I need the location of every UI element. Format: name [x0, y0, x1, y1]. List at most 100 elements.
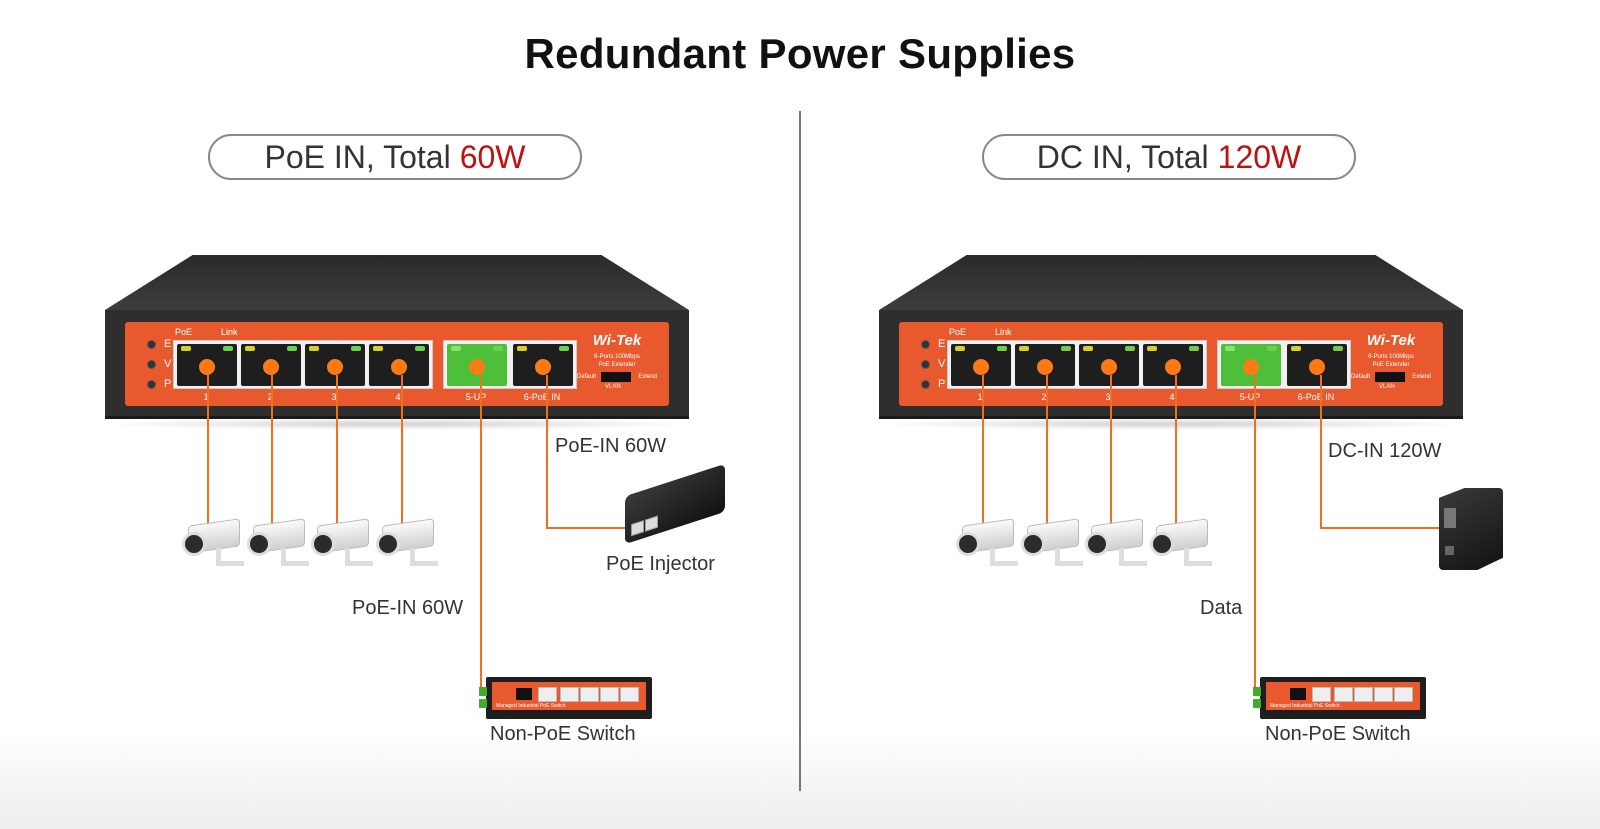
led-indicator	[147, 359, 156, 369]
cctv-camera-icon	[952, 518, 1024, 570]
vlan-toggle	[1375, 372, 1405, 382]
cable-port-1	[982, 375, 984, 523]
port-label: 2	[267, 392, 273, 402]
led-label: V	[938, 358, 946, 370]
rj45-port-4	[1143, 344, 1203, 386]
uplink-port-block	[1217, 340, 1351, 389]
heading-value: 120W	[1217, 138, 1302, 175]
rj45-port-3	[305, 344, 365, 386]
uplink-label: PoE-IN 60W	[352, 597, 464, 619]
led-label: E	[938, 338, 946, 350]
uplink-port-block	[443, 340, 577, 389]
cable-port-4	[401, 375, 403, 523]
non-poe-switch-icon: Managed Industrial PoE Switch	[479, 677, 652, 719]
cctv-camera-icon	[1017, 518, 1089, 570]
rj45-port-1	[951, 344, 1011, 386]
poe-extender-switch: E V P PoE Link 1 2 3 4 5-UP 6-PoE IN	[95, 255, 699, 430]
uplink-device-label: Non-PoE Switch	[490, 723, 636, 745]
port-label: 5-UP	[465, 392, 487, 402]
port-label: 3	[331, 392, 337, 402]
vlan-extend-label: Extend	[1412, 374, 1431, 380]
panel-divider	[799, 111, 801, 791]
model-description: 6-Ports 100Mbps	[594, 354, 640, 360]
cable-poe-in-horizontal	[546, 527, 628, 529]
vlan-extend-label: Extend	[638, 374, 657, 380]
cctv-camera-icon	[1146, 518, 1218, 570]
witek-logo: Wi-Tek	[592, 332, 642, 349]
rj45-port-6-poe-in	[1287, 344, 1347, 386]
led-label: P	[164, 378, 172, 390]
port-label: 3	[1105, 392, 1111, 402]
link-header: Link	[995, 327, 1012, 337]
led-indicator	[147, 379, 156, 389]
port-label: 5-UP	[1239, 392, 1261, 402]
dc-power-supply-icon	[1439, 488, 1503, 570]
poe-extender-switch: E V P PoE Link 1 2 3 4 5-UP 6-PoE IN	[869, 255, 1473, 430]
cctv-camera-icon	[1081, 518, 1153, 570]
cable-port-1	[207, 375, 209, 523]
vlan-default-label: Default	[1351, 374, 1371, 380]
led-indicator	[921, 339, 930, 349]
heading-value: 60W	[459, 138, 526, 175]
cable-uplink	[480, 375, 482, 695]
switch-faceplate: E V P PoE Link 1 2 3 4 5-UP 6-PoE IN	[899, 322, 1443, 406]
led-indicator	[147, 339, 156, 349]
port-label: 6-PoE IN	[523, 392, 561, 402]
cable-port-2	[1046, 375, 1048, 523]
input-label: DC-IN 120W	[1328, 440, 1442, 462]
switch-top	[879, 255, 1463, 310]
port-label: 6-PoE IN	[1297, 392, 1335, 402]
model-description: PoE Extender	[598, 362, 636, 368]
poe-header: PoE	[949, 327, 967, 337]
switch-faceplate: E V P PoE Link 1 2 3 4 5-UP 6-PoE IN	[125, 322, 669, 406]
cctv-camera-icon	[307, 518, 379, 570]
witek-logo: Wi-Tek	[1366, 332, 1416, 349]
link-header: Link	[221, 327, 238, 337]
uplink-device-label: Non-PoE Switch	[1265, 723, 1411, 745]
model-description: 6-Ports 100Mbps	[1368, 354, 1414, 360]
rj45-port-3	[1079, 344, 1139, 386]
status-leds: E V P	[147, 334, 171, 394]
device-print: Managed Industrial PoE Switch	[1270, 703, 1340, 709]
poe-port-block	[173, 340, 433, 389]
cctv-camera-icon	[178, 518, 250, 570]
status-leds: E V P	[921, 334, 945, 394]
cable-port-3	[1110, 375, 1112, 523]
cable-dc-in-horizontal	[1320, 527, 1440, 529]
heading-prefix: PoE IN, Total	[264, 138, 451, 175]
uplink-label: Data	[1200, 597, 1243, 619]
non-poe-switch-icon: Managed Industrial PoE Switch	[1253, 677, 1426, 719]
rj45-port-4	[369, 344, 429, 386]
vlan-label: VLAN	[605, 384, 621, 390]
cable-poe-in	[546, 375, 548, 529]
vlan-label: VLAN	[1379, 384, 1395, 390]
panel-dc-in: DC IN, Total 120W E V P PoE Link	[790, 0, 1590, 829]
rj45-port-6-poe-in	[513, 344, 573, 386]
switch-shadow	[869, 418, 1473, 430]
port-label: 4	[395, 392, 401, 402]
rj45-port-2	[1015, 344, 1075, 386]
poe-port-block	[947, 340, 1207, 389]
panel-heading: DC IN, Total 120W	[982, 134, 1356, 180]
led-indicator	[921, 379, 930, 389]
port-label: 4	[1169, 392, 1175, 402]
cable-uplink	[1254, 375, 1256, 695]
port-label: 1	[203, 392, 209, 402]
cctv-camera-icon	[372, 518, 444, 570]
led-label: E	[164, 338, 172, 350]
led-label: V	[164, 358, 172, 370]
poe-header: PoE	[175, 327, 193, 337]
vlan-default-label: Default	[577, 374, 597, 380]
page-title: Redundant Power Supplies	[524, 30, 1076, 77]
port-label: 1	[977, 392, 983, 402]
cable-dc-in	[1320, 375, 1322, 529]
cable-port-2	[271, 375, 273, 523]
heading-prefix: DC IN, Total	[1036, 138, 1209, 175]
panel-poe-in: PoE IN, Total 60W E V P PoE Link	[95, 134, 725, 745]
cctv-camera-icon	[243, 518, 315, 570]
panel-heading: PoE IN, Total 60W	[208, 134, 582, 180]
cable-port-4	[1175, 375, 1177, 523]
cable-port-3	[336, 375, 338, 523]
device-print: Managed Industrial PoE Switch	[496, 703, 566, 709]
input-label: PoE-IN 60W	[555, 435, 667, 457]
